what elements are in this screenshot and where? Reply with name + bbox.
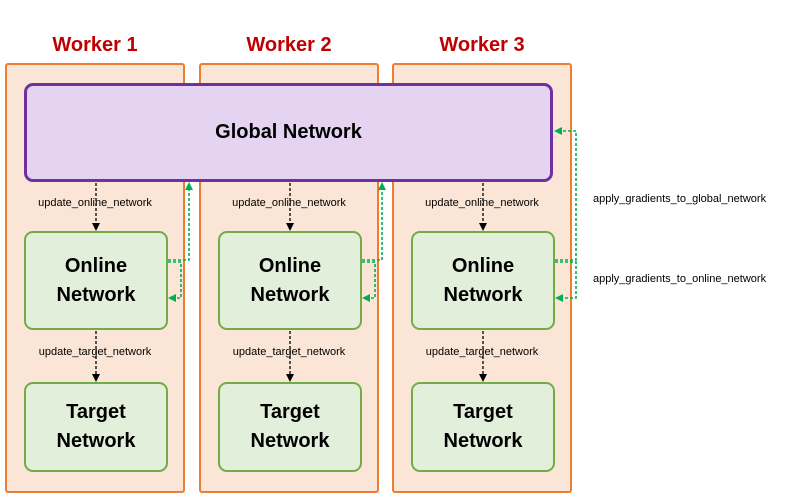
worker-3-apply-online-arrow — [555, 261, 577, 302]
worker-3-title: Worker 3 — [439, 34, 525, 56]
worker-1-update-target-label: update_target_network — [38, 346, 152, 358]
global-network-label: Global Network — [215, 121, 362, 143]
worker-1-target-network: Target Network — [24, 382, 168, 472]
worker-1-online-label: Online Network — [56, 254, 136, 306]
worker-2-update-online-label: update_online_network — [232, 197, 346, 209]
worker-2-online-label: Online Network — [250, 254, 330, 306]
apply-gradients-online-label: apply_gradients_to_online_network — [593, 273, 767, 285]
worker-3-update-online-label: update_online_network — [425, 197, 539, 209]
worker-2-target-label: Target Network — [250, 401, 330, 452]
worker-3-online-network: Online Network — [411, 231, 555, 330]
worker-2-online-network: Online Network — [218, 231, 362, 330]
worker-1-title: Worker 1 — [52, 34, 138, 56]
worker-3-update-target-label: update_target_network — [425, 346, 539, 358]
worker-2-apply-global-arrow — [362, 182, 386, 261]
worker-1-online-network: Online Network — [24, 231, 168, 330]
worker-3-online-label: Online Network — [443, 254, 523, 306]
worker-1-update-online-label: update_online_network — [38, 197, 152, 209]
worker-3-target-label: Target Network — [443, 401, 523, 452]
worker-1-apply-online-arrow — [168, 261, 182, 302]
worker-2-apply-online-arrow — [362, 261, 376, 302]
apply-gradients-global-label: apply_gradients_to_global_network — [593, 193, 767, 205]
worker-3-apply-global-arrow — [554, 127, 577, 261]
worker-2-update-target-label: update_target_network — [232, 346, 346, 358]
worker-2-title: Worker 2 — [246, 34, 332, 56]
worker-2-target-network: Target Network — [218, 382, 362, 472]
global-network-box: Global Network — [24, 83, 553, 182]
worker-1-target-label: Target Network — [56, 401, 136, 452]
worker-3-target-network: Target Network — [411, 382, 555, 472]
worker-1-apply-global-arrow — [168, 182, 193, 261]
